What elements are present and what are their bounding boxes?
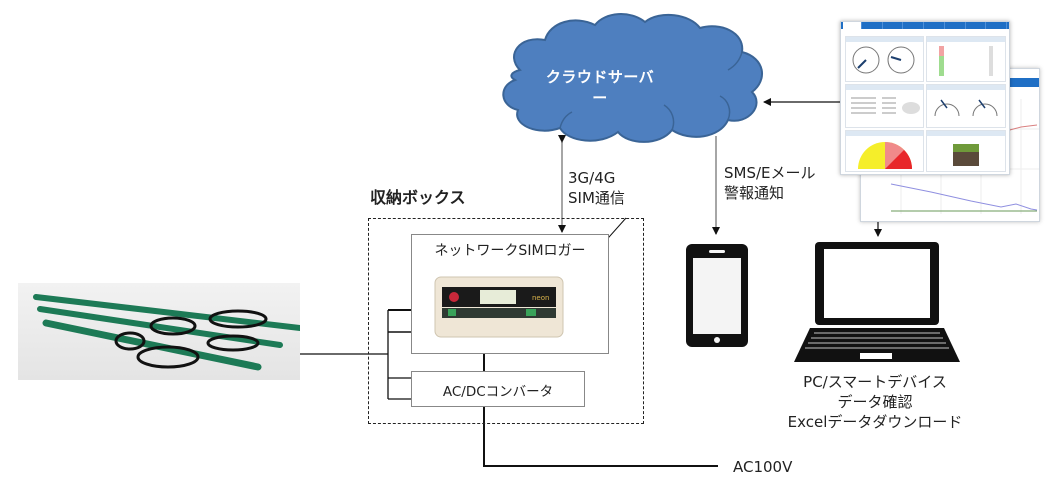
cloud-label: クラウドサーバー <box>545 68 655 107</box>
alert-label-line2: 警報通知 <box>724 184 785 202</box>
panel-soil <box>926 130 1006 172</box>
dashboard-tabbar <box>841 22 1009 29</box>
comm-label: 3G/4G SIM通信 <box>568 168 625 208</box>
sim-logger-box: ネットワークSIMロガー neon <box>411 234 609 354</box>
panel-solar <box>845 130 924 172</box>
cloud-server-icon <box>502 13 763 143</box>
dashboard-weather-screenshot <box>840 21 1010 175</box>
logger-device-photo: neon <box>434 276 564 338</box>
ac-dc-converter-box: AC/DCコンバータ <box>411 371 585 407</box>
panel-wind <box>845 36 924 82</box>
alert-label-line1: SMS/Eメール <box>724 164 816 182</box>
sensor-wiring <box>300 309 411 400</box>
alert-label: SMS/Eメール 警報通知 <box>724 163 816 203</box>
comm-label-line2: SIM通信 <box>568 189 625 207</box>
laptop-icon <box>794 242 960 362</box>
storage-box <box>368 218 644 424</box>
pc-label-line3: Excelデータダウンロード <box>787 413 963 431</box>
pc-label-line1: PC/スマートデバイス <box>803 373 947 391</box>
ac-dc-converter-title: AC/DCコンバータ <box>442 384 554 400</box>
sim-logger-title: ネットワークSIMロガー <box>434 243 586 259</box>
logger-brand: neon <box>532 294 549 302</box>
smartphone-icon <box>686 244 748 347</box>
panel-pressure <box>926 84 1006 128</box>
panel-rainfall <box>845 84 924 128</box>
comm-label-line1: 3G/4G <box>568 169 616 187</box>
storage-box-title: 収納ボックス <box>370 188 466 207</box>
power-line <box>483 405 718 467</box>
power-label: AC100V <box>733 458 793 476</box>
pc-label: PC/スマートデバイス データ確認 Excelデータダウンロード <box>760 372 990 432</box>
pc-label-line2: データ確認 <box>837 393 913 411</box>
soil-sensor-photo <box>18 283 303 380</box>
panel-temperature <box>926 36 1006 82</box>
